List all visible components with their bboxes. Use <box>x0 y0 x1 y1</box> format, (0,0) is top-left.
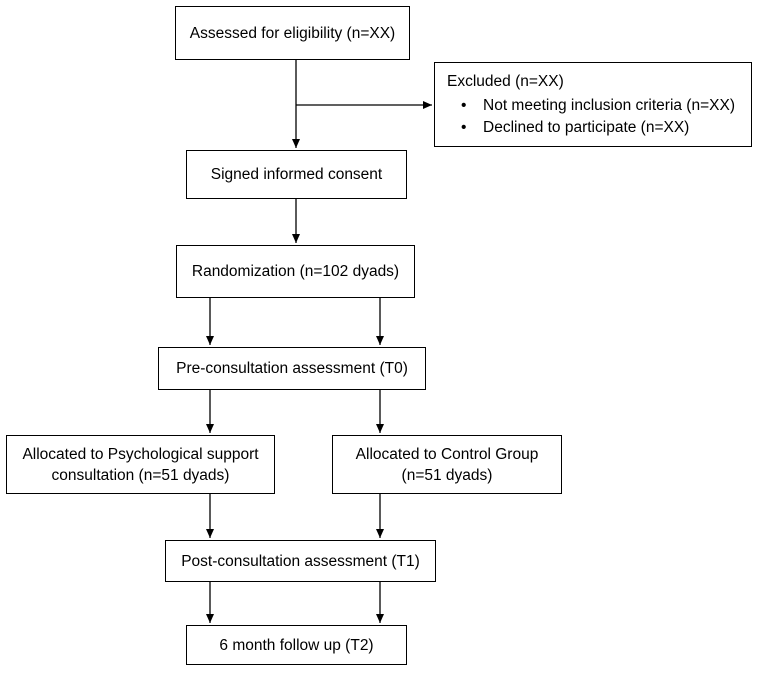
follow-up-box: 6 month follow up (T2) <box>186 625 407 665</box>
pre-assessment-label: Pre-consultation assessment (T0) <box>176 360 408 377</box>
intervention-label-line1: Allocated to Psychological support <box>22 445 259 463</box>
excluded-list: Not meeting inclusion criteria (n=XX) De… <box>447 95 735 139</box>
post-assessment-label: Post-consultation assessment (T1) <box>181 552 420 570</box>
intervention-label-line2: consultation (n=51 dyads) <box>51 466 230 484</box>
excluded-item: Not meeting inclusion criteria (n=XX) <box>461 95 735 117</box>
control-label-line1: Allocated to Control Group <box>355 445 539 463</box>
assessed-label: Assessed for eligibility (n=XX) <box>189 24 396 42</box>
excluded-item: Declined to participate (n=XX) <box>461 117 735 139</box>
control-box: Allocated to Control Group (n=51 dyads) <box>332 435 562 494</box>
control-label-line2: (n=51 dyads) <box>401 466 493 484</box>
intervention-box: Allocated to Psychological support consu… <box>6 435 275 494</box>
follow-up-label: 6 month follow up (T2) <box>219 636 374 654</box>
pre-assessment-box: Pre-consultation assessment (T0) <box>158 347 426 390</box>
excluded-box: Excluded (n=XX) Not meeting inclusion cr… <box>434 62 752 147</box>
consent-box: Signed informed consent <box>186 150 407 199</box>
consent-label: Signed informed consent <box>210 166 383 183</box>
post-assessment-box: Post-consultation assessment (T1) <box>165 540 436 582</box>
randomization-box: Randomization (n=102 dyads) <box>176 245 415 298</box>
randomization-label: Randomization (n=102 dyads) <box>191 263 400 280</box>
excluded-title: Excluded (n=XX) <box>447 73 564 90</box>
assessed-box: Assessed for eligibility (n=XX) <box>175 6 410 60</box>
